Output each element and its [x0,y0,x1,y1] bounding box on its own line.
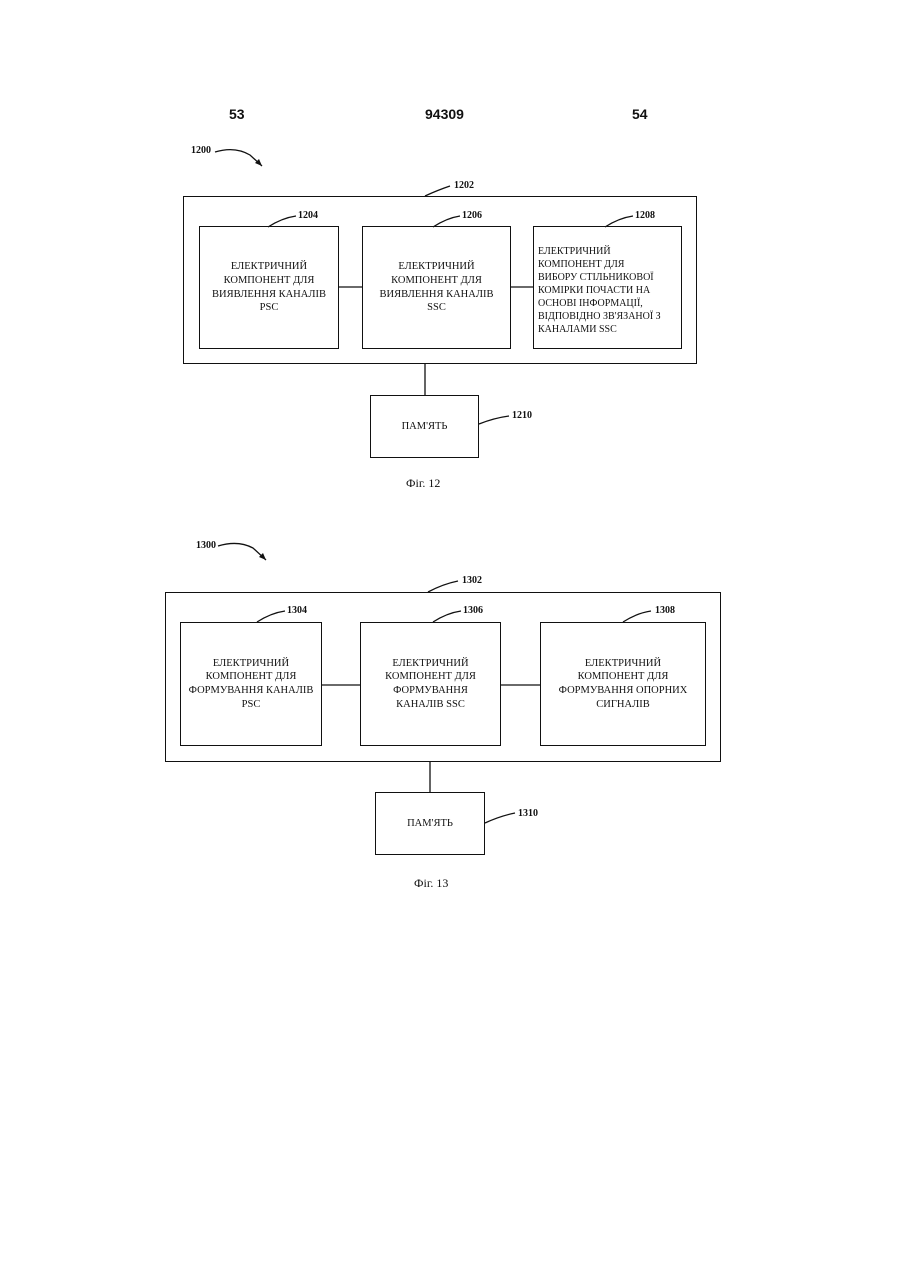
fig13-ref-1310: 1310 [518,808,538,819]
fig13-block-psc-forming: ЕЛЕКТРИЧНИЙ КОМПОНЕНТ ДЛЯ ФОРМУВАННЯ КАН… [180,622,322,746]
fig12-ref-1202: 1202 [454,180,474,191]
fig13-ref-1306: 1306 [463,605,483,616]
fig12-ref-1204: 1204 [298,210,318,221]
fig13-caption: Фіг. 13 [414,876,448,891]
fig13-ref-1308: 1308 [655,605,675,616]
fig12-ref-1206: 1206 [462,210,482,221]
page-number-right: 54 [632,106,648,122]
fig12-block-cell-selection: ЕЛЕКТРИЧНИЙ КОМПОНЕНТ ДЛЯ ВИБОРУ СТІЛЬНИ… [533,226,682,349]
page-number-left: 53 [229,106,245,122]
fig12-ref-1210: 1210 [512,410,532,421]
fig12-ref-1208: 1208 [635,210,655,221]
patent-number: 94309 [425,106,464,122]
fig12-block-psc-detection: ЕЛЕКТРИЧНИЙ КОМПОНЕНТ ДЛЯ ВИЯВЛЕННЯ КАНА… [199,226,339,349]
fig12-caption: Фіг. 12 [406,476,440,491]
fig13-ref-1304: 1304 [287,605,307,616]
fig12-ref-1200: 1200 [191,145,211,156]
fig13-ref-1302: 1302 [462,575,482,586]
fig13-block-reference-signals: ЕЛЕКТРИЧНИЙ КОМПОНЕНТ ДЛЯ ФОРМУВАННЯ ОПО… [540,622,706,746]
fig12-memory-block: ПАМ'ЯТЬ [370,395,479,458]
fig13-memory-block: ПАМ'ЯТЬ [375,792,485,855]
fig13-ref-1300: 1300 [196,540,216,551]
fig12-block-ssc-detection: ЕЛЕКТРИЧНИЙ КОМПОНЕНТ ДЛЯ ВИЯВЛЕННЯ КАНА… [362,226,511,349]
fig13-block-ssc-forming: ЕЛЕКТРИЧНИЙ КОМПОНЕНТ ДЛЯ ФОРМУВАННЯ КАН… [360,622,501,746]
